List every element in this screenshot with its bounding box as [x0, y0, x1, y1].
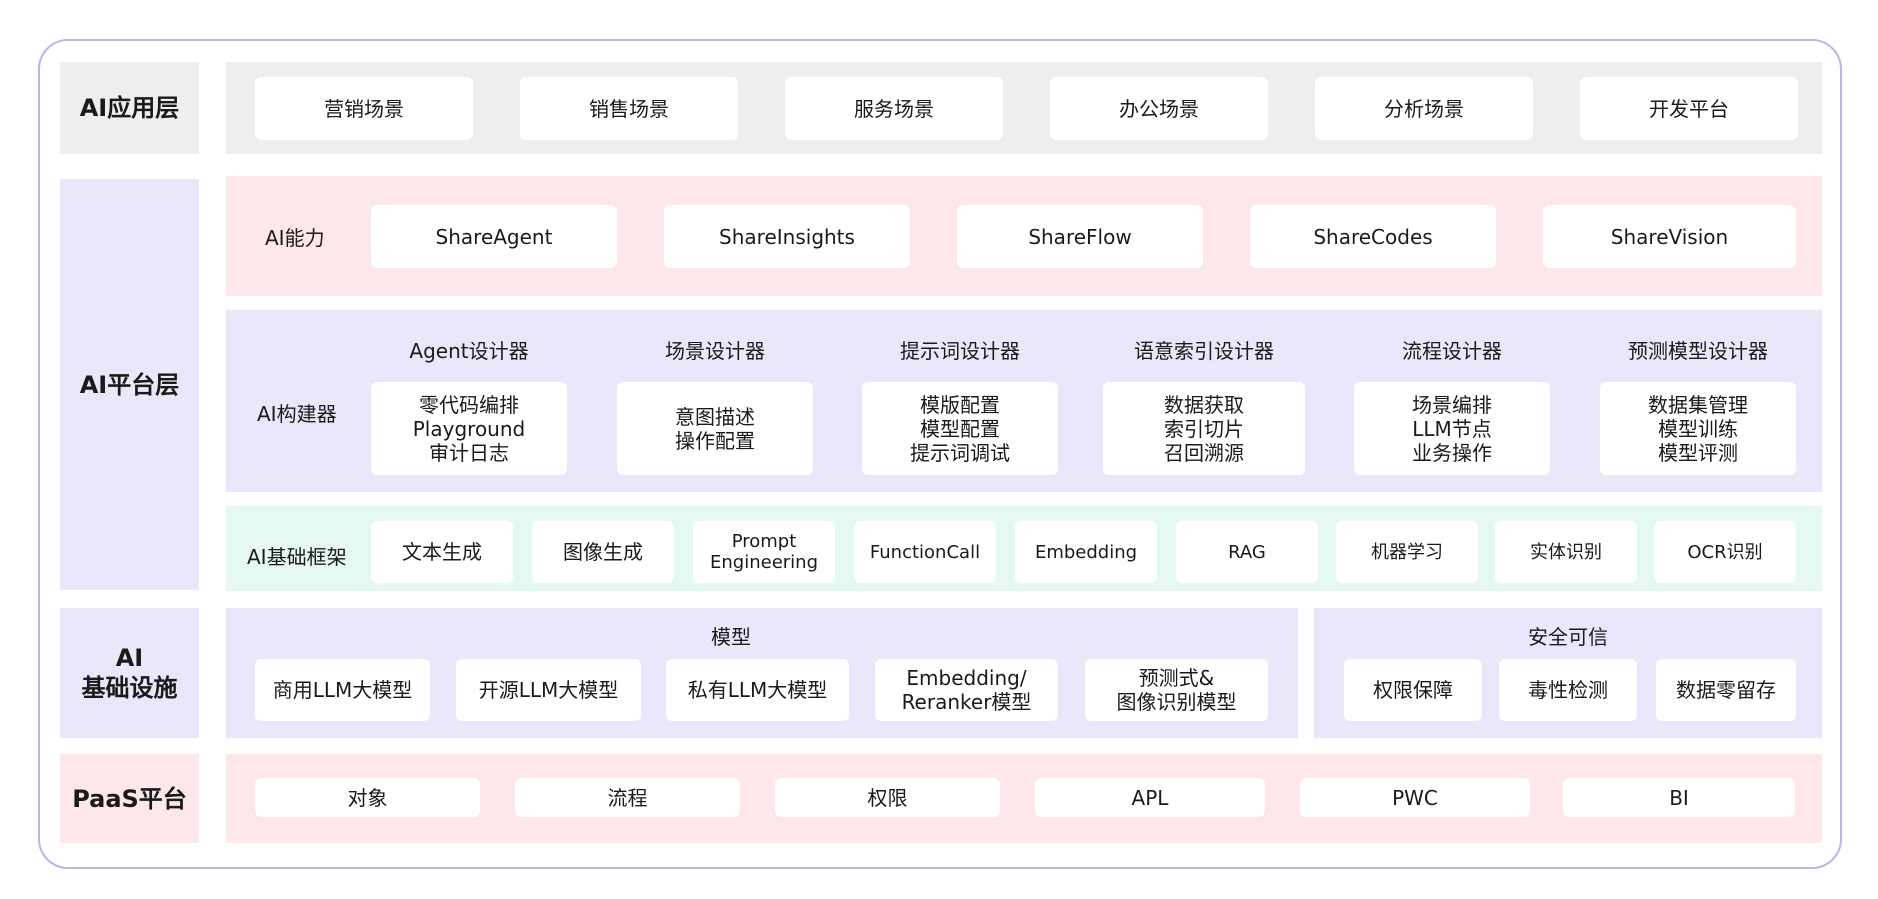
security-item: 权限保障	[1344, 659, 1482, 721]
designer-title: Agent设计器	[409, 338, 529, 363]
security-item: 数据零留存	[1656, 659, 1796, 721]
designer-title: 语意索引设计器	[1134, 338, 1274, 363]
paas-item: 权限	[775, 778, 1000, 817]
layer-label-paas: PaaS平台	[60, 754, 199, 843]
designer-content: 意图描述 操作配置	[617, 382, 813, 475]
paas-panel	[226, 754, 1822, 843]
model-item: 私有LLM大模型	[666, 659, 849, 721]
app-item: 办公场景	[1050, 77, 1268, 140]
model-item: 预测式& 图像识别模型	[1085, 659, 1268, 721]
capability-item: ShareAgent	[371, 205, 617, 268]
capability-item: ShareFlow	[957, 205, 1203, 268]
capability-item: ShareCodes	[1250, 205, 1496, 268]
paas-item: APL	[1035, 778, 1265, 817]
layer-label-app: AI应用层	[60, 62, 199, 154]
models-title: 模型	[711, 624, 751, 649]
app-item: 服务场景	[785, 77, 1003, 140]
capability-item: ShareInsights	[664, 205, 910, 268]
capability-label: AI能力	[265, 225, 325, 250]
paas-item: BI	[1563, 778, 1795, 817]
designer-content: 数据集管理 模型训练 模型评测	[1600, 382, 1796, 475]
designer-content: 零代码编排 Playground 审计日志	[371, 382, 567, 475]
builder-label: AI构建器	[257, 401, 337, 426]
framework-item: Prompt Engineering	[693, 521, 835, 583]
capability-item: ShareVision	[1543, 205, 1796, 268]
model-item: 商用LLM大模型	[255, 659, 430, 721]
designer-title: 场景设计器	[665, 338, 765, 363]
app-item: 营销场景	[255, 77, 473, 140]
app-item: 销售场景	[520, 77, 738, 140]
framework-item: 文本生成	[371, 521, 513, 583]
app-item: 分析场景	[1315, 77, 1533, 140]
framework-label: AI基础框架	[247, 544, 347, 569]
designer-title: 预测模型设计器	[1628, 338, 1768, 363]
architecture-frame	[38, 39, 1842, 869]
framework-item: OCR识别	[1654, 521, 1796, 583]
paas-item: 对象	[255, 778, 480, 817]
framework-item: RAG	[1176, 521, 1318, 583]
designer-content: 模版配置 模型配置 提示词调试	[862, 382, 1058, 475]
app-panel	[226, 62, 1822, 154]
framework-item: 机器学习	[1336, 521, 1478, 583]
security-item: 毒性检测	[1499, 659, 1637, 721]
designer-content: 场景编排 LLM节点 业务操作	[1354, 382, 1550, 475]
framework-item: 实体识别	[1495, 521, 1637, 583]
framework-item: 图像生成	[532, 521, 674, 583]
app-item: 开发平台	[1580, 77, 1798, 140]
designer-title: 提示词设计器	[900, 338, 1020, 363]
framework-item: Embedding	[1015, 521, 1157, 583]
paas-item: PWC	[1300, 778, 1530, 817]
framework-item: FunctionCall	[854, 521, 996, 583]
model-item: Embedding/ Reranker模型	[875, 659, 1058, 721]
model-item: 开源LLM大模型	[456, 659, 641, 721]
paas-item: 流程	[515, 778, 740, 817]
designer-title: 流程设计器	[1402, 338, 1502, 363]
security-title: 安全可信	[1528, 624, 1608, 649]
designer-content: 数据获取 索引切片 召回溯源	[1103, 382, 1305, 475]
layer-label-platform: AI平台层	[60, 179, 199, 590]
layer-label-infra: AI 基础设施	[60, 608, 199, 738]
